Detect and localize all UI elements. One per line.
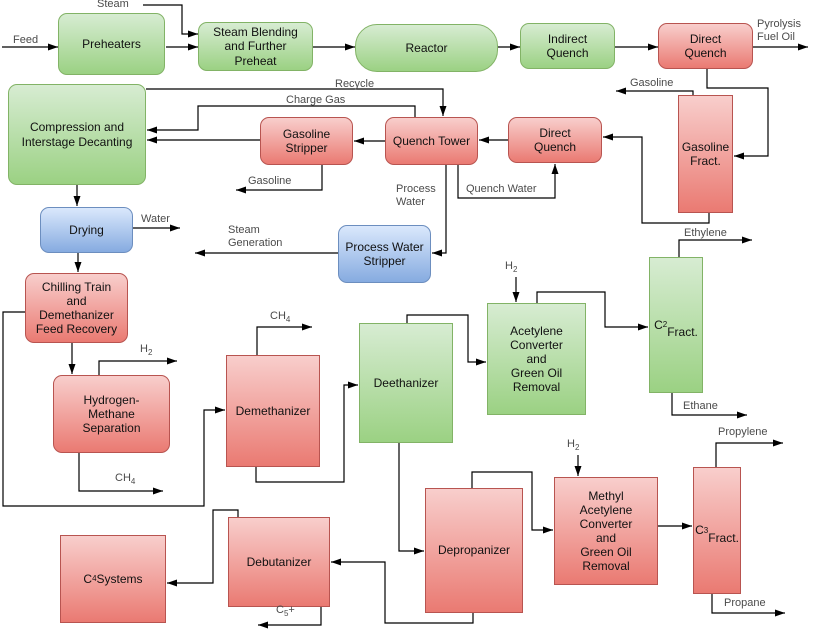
node-chilling-train: Chilling Train and Demethanizer Feed Rec… — [25, 273, 128, 343]
edge-charge-gas — [147, 105, 416, 134]
node-demethanizer: Demethanizer — [226, 355, 320, 467]
stream-label-gasoline-stripper-bottoms: Gasoline — [248, 175, 292, 187]
stream-label-ch4-separation: CH4 — [115, 472, 136, 487]
node-direct-quench-2: Direct Quench — [508, 117, 602, 163]
node-steam-blending: Steam Blending and Further Preheat — [198, 22, 313, 71]
node-indirect-quench: Indirect Quench — [520, 23, 615, 69]
edge-h2-from-separation — [98, 357, 177, 375]
edge-direct-quench-to-gasoline-fract — [706, 69, 769, 160]
stream-label-h2-acetylene: H2 — [505, 260, 518, 275]
node-reactor: Reactor — [355, 24, 498, 72]
node-process-water-stripper: Process Water Stripper — [338, 225, 431, 283]
edge-quench-water — [457, 164, 559, 199]
stream-label-charge-gas: Charge Gas — [286, 94, 346, 106]
edge-chilling-loop-to-demethanizer — [2, 311, 225, 507]
edge-ch4-from-demethanizer — [256, 323, 312, 355]
stream-label-water: Water — [141, 213, 170, 225]
edge-ethane-out — [671, 393, 747, 419]
stream-label-steam: Steam — [97, 0, 129, 10]
edge-depropanizer-to-mapd-converter — [471, 471, 553, 534]
stream-label-gasoline-fract-overhead: Gasoline — [630, 77, 674, 89]
edge-ethylene-out — [678, 236, 752, 257]
node-preheaters: Preheaters — [58, 13, 165, 75]
edge-steam-to-steam-blending — [143, 4, 198, 38]
edge-deethanizer-to-depropanizer — [398, 443, 424, 555]
node-drying: Drying — [40, 207, 133, 253]
stream-label-ethane: Ethane — [683, 400, 718, 412]
edge-propane-out — [711, 594, 785, 617]
edge-ch4-from-separation — [78, 453, 163, 495]
edge-c5plus-out — [258, 607, 322, 629]
stream-label-quench-water: Quench Water — [466, 183, 537, 195]
edge-gasoline-fract-overhead — [616, 87, 694, 95]
node-quench-tower: Quench Tower — [385, 117, 478, 165]
edge-depropanizer-to-debutanizer — [331, 558, 474, 624]
stream-label-c5-plus: C5+ — [276, 604, 295, 619]
edge-deethanizer-to-acetylene-converter — [406, 314, 486, 366]
node-methyl-acetylene-converter: Methyl Acetylene Converter and Green Oil… — [554, 477, 658, 585]
edge-demethanizer-to-deethanizer — [255, 381, 358, 483]
node-gasoline-fract: Gasoline Fract. — [678, 95, 733, 213]
stream-label-pyrolysis-fuel-oil: Pyrolysis Fuel Oil — [757, 18, 802, 43]
stream-label-h2-mapd: H2 — [567, 438, 580, 453]
node-direct-quench-1: Direct Quench — [658, 23, 753, 69]
stream-label-propane: Propane — [724, 597, 766, 609]
node-compression: Compression and Interstage Decanting — [8, 84, 146, 185]
stream-label-ch4-demethanizer: CH4 — [270, 310, 291, 325]
stream-label-h2-separation: H2 — [140, 343, 153, 358]
edge-process-water — [432, 165, 447, 257]
edge-propylene-out — [715, 439, 783, 467]
stream-label-process-water: Process Water — [396, 183, 436, 208]
stream-label-propylene: Propylene — [718, 426, 768, 438]
node-gasoline-stripper: Gasoline Stripper — [260, 117, 353, 165]
edge-debutanizer-to-c4-systems — [167, 509, 239, 587]
edge-gasoline-fract-to-direct-quench-2 — [603, 133, 710, 224]
stream-label-feed: Feed — [13, 34, 39, 46]
stream-label-recycle: Recycle — [335, 78, 375, 90]
edge-gasoline-stripper-bottoms — [236, 165, 323, 194]
stream-label-ethylene: Ethylene — [684, 227, 727, 239]
node-debutanizer: Debutanizer — [228, 517, 330, 607]
node-deethanizer: Deethanizer — [359, 323, 453, 443]
node-acetylene-converter: Acetylene Converter and Green Oil Remova… — [487, 303, 586, 415]
node-hydrogen-methane-separation: Hydrogen- Methane Separation — [53, 375, 170, 453]
edge-recycle — [146, 88, 447, 116]
stream-label-steam-generation: Steam Generation — [228, 224, 283, 249]
node-depropanizer: Depropanizer — [425, 488, 523, 613]
edge-acetylene-converter-to-c2-fract — [536, 291, 648, 331]
